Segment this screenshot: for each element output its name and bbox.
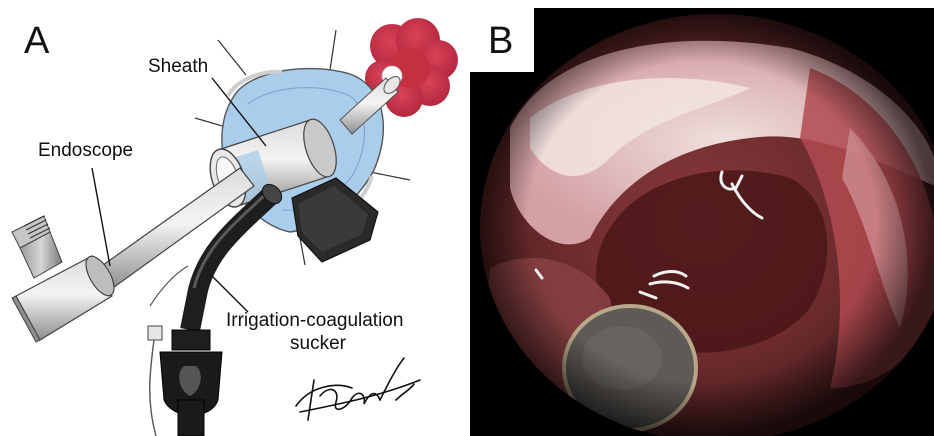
panel-a-illustration: A Sheath Endoscope Irrigation-coagulatio…: [0, 0, 470, 436]
instrument-illustration: [0, 0, 470, 436]
artist-signature: [296, 358, 420, 420]
panel-letter-b: B: [488, 22, 513, 60]
endoscope-label: Endoscope: [38, 140, 133, 162]
panel-b-endoscopic-view: B: [470, 8, 934, 436]
sucker-label-line1: Irrigation-coagulation: [226, 310, 403, 332]
sucker-label-line2: sucker: [290, 333, 346, 355]
endoscopic-image: [470, 8, 934, 436]
panel-letter-a: A: [24, 22, 49, 60]
sheath-label: Sheath: [148, 56, 208, 78]
